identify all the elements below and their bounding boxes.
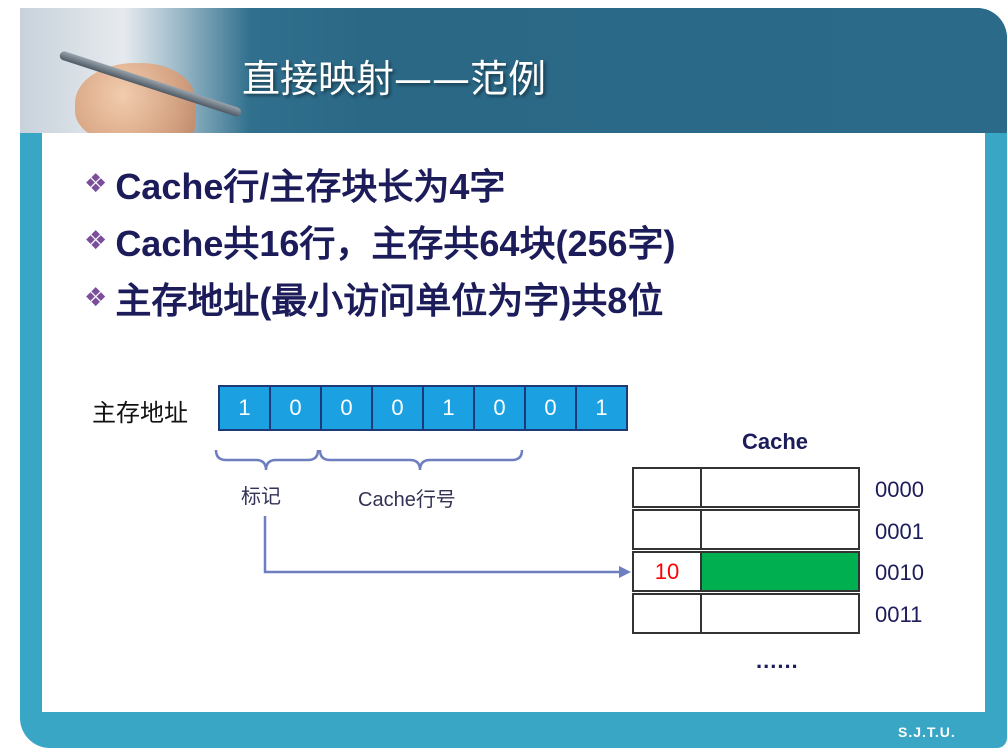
address-bit: 0 [271, 387, 322, 429]
header-photo [20, 8, 250, 133]
line-number-brace [318, 449, 524, 471]
cache-data-cell [702, 467, 860, 508]
bullet-text: Cache共16行，主存共64块(256字) [115, 223, 676, 264]
address-bits: 1 0 0 0 1 0 0 1 [218, 385, 628, 431]
address-bit: 0 [373, 387, 424, 429]
diamond-bullet-icon: ❖ [84, 226, 108, 256]
cache-data-cell [702, 593, 860, 634]
address-bit: 0 [322, 387, 373, 429]
cache-ellipsis: ...... [756, 648, 799, 673]
bullet-item: ❖ Cache共16行，主存共64块(256字) [84, 215, 676, 267]
tag-label: 标记 [241, 484, 281, 508]
diamond-bullet-icon: ❖ [84, 169, 108, 199]
address-bit: 1 [595, 395, 608, 420]
bullet-text: 主存地址(最小访问单位为字)共8位 [115, 280, 664, 321]
cache-row [632, 593, 860, 634]
cache-tag-cell [632, 467, 702, 508]
diamond-bullet-icon: ❖ [84, 283, 108, 313]
address-bit: 0 [475, 387, 526, 429]
bullet-text: Cache行/主存块长为4字 [115, 166, 506, 207]
bullet-item: ❖ 主存地址(最小访问单位为字)共8位 [84, 272, 663, 324]
cache-title: Cache [742, 429, 809, 454]
footer-label: S.J.T.U. [898, 724, 956, 740]
cache-line-label: Cache行号 [358, 489, 456, 511]
cache-row-index: 0001 [875, 519, 924, 544]
cache-tag-cell [632, 593, 702, 634]
address-bit: 0 [526, 387, 577, 429]
cache-row-index: 0010 [875, 560, 924, 585]
tag-brace [214, 449, 320, 471]
address-label: 主存地址 [92, 399, 188, 427]
cache-data-cell [702, 509, 860, 550]
cache-tag-cell [632, 509, 702, 550]
slide-title: 直接映射——范例 [242, 57, 547, 101]
cache-data-cell-highlighted [702, 551, 860, 592]
mapping-arrow-line [263, 516, 622, 574]
address-bit: 1 [424, 387, 475, 429]
cache-row [632, 467, 860, 508]
address-bit: 1 [220, 387, 271, 429]
cache-row [632, 509, 860, 550]
cache-row-index: 0011 [875, 602, 923, 627]
cache-row-highlighted: 10 [632, 551, 860, 592]
arrowhead-icon [619, 566, 631, 578]
cache-row-index: 0000 [875, 477, 924, 502]
bullet-item: ❖ Cache行/主存块长为4字 [84, 158, 505, 210]
cache-tag-cell: 10 [632, 551, 702, 592]
